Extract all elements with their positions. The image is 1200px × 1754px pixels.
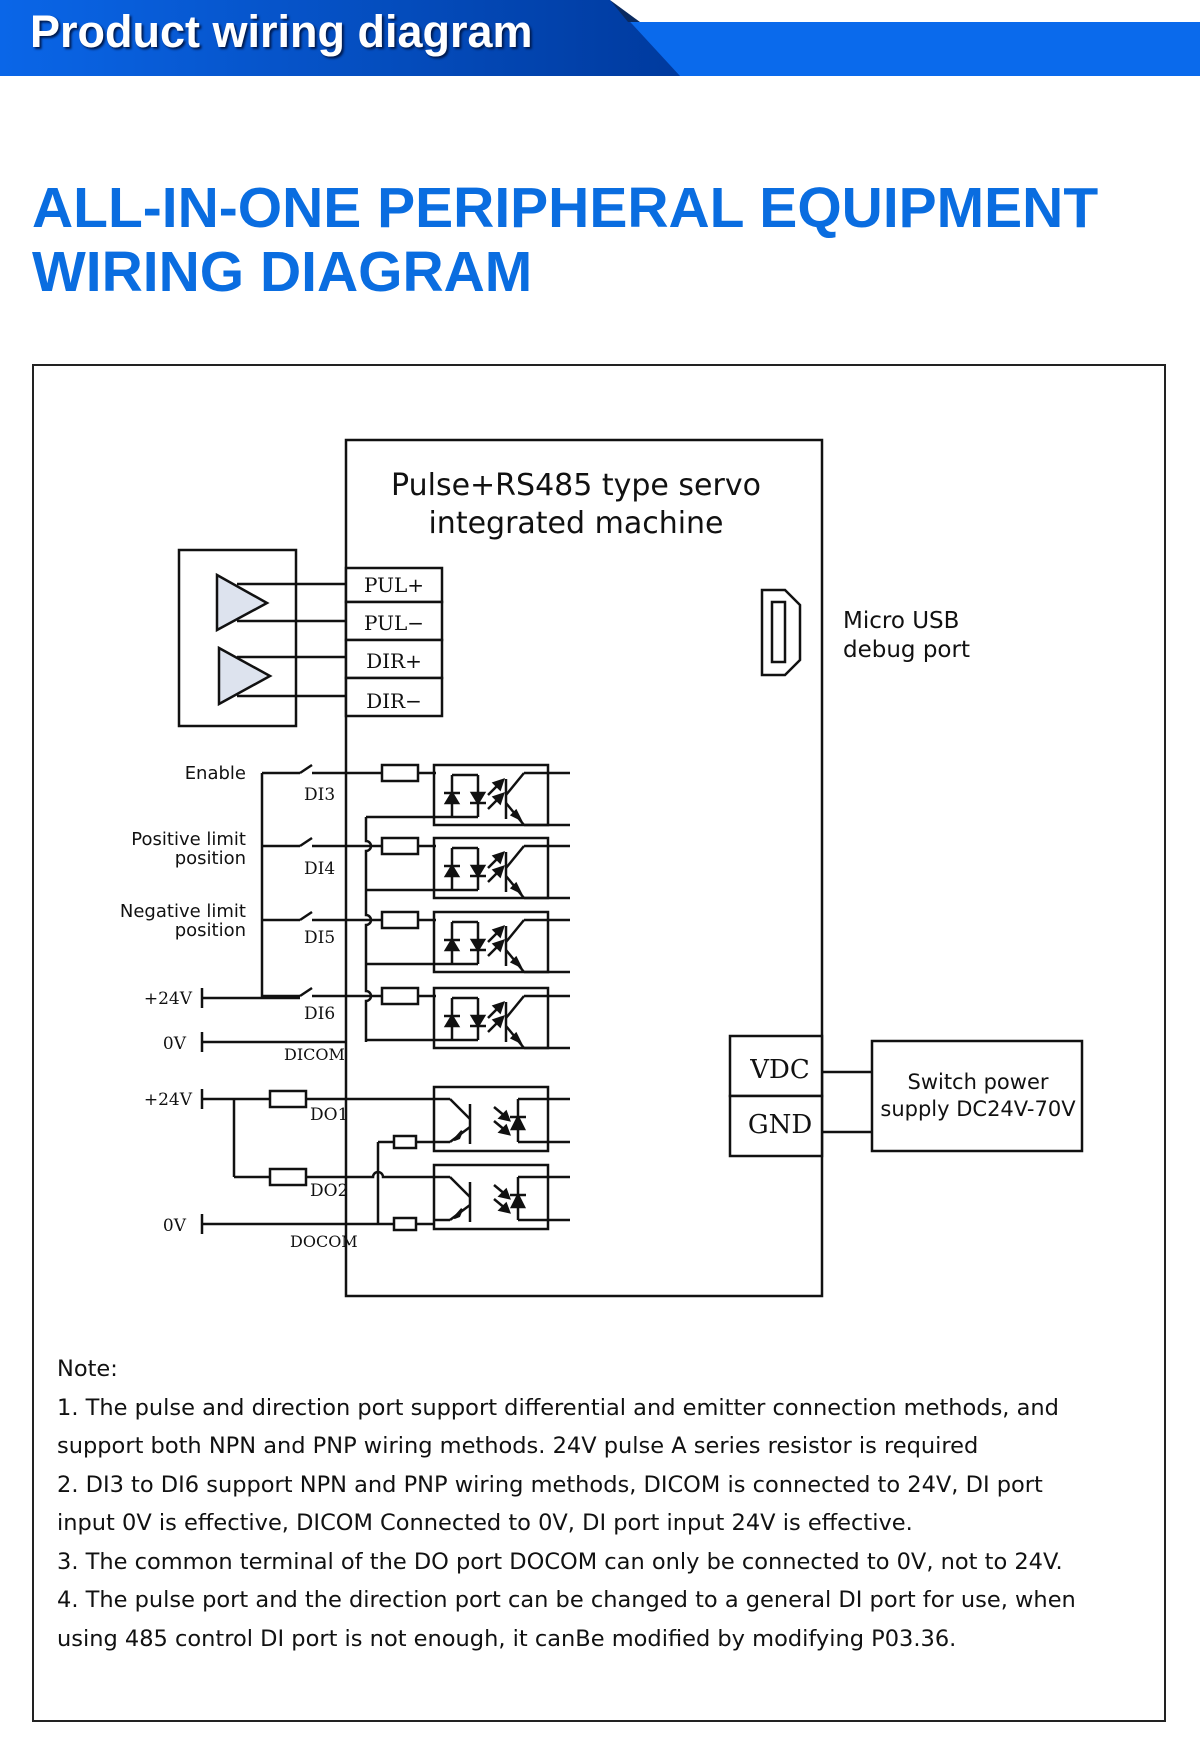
device-title-line-2: integrated machine xyxy=(428,506,723,541)
power-supply-label-line-2: supply DC24V-70V xyxy=(880,1097,1076,1121)
diode-icon xyxy=(469,864,487,879)
page-title-line-2: WIRING DIAGRAM xyxy=(32,240,533,304)
input-signal-label: Negative limit xyxy=(120,901,246,922)
terminal-vdc xyxy=(728,1034,824,1098)
do2-resistor xyxy=(268,1167,308,1187)
output-0v-label: 0V xyxy=(163,1216,187,1236)
notes-heading: Note: xyxy=(57,1356,118,1382)
banner-background xyxy=(0,0,1200,76)
dir-driver-icon xyxy=(217,645,273,707)
dicom-return-wire xyxy=(364,817,373,1042)
diode-icon xyxy=(443,1013,461,1028)
switch-contact-icon xyxy=(299,763,313,775)
usb-label-line-1: Micro USB xyxy=(843,608,959,634)
optocoupler-icon xyxy=(432,763,550,827)
terminal-di5: DI5 xyxy=(304,928,335,948)
note-line: using 485 control DI port is not enough,… xyxy=(57,1625,957,1652)
device-title-line-1: Pulse+RS485 type servo xyxy=(391,468,761,503)
terminal-dicom: DICOM xyxy=(284,1045,345,1064)
di-input-row xyxy=(262,910,570,974)
input-resistor xyxy=(380,986,420,1006)
power-supply-label-line-1: Switch power xyxy=(907,1070,1048,1094)
diode-icon xyxy=(469,791,487,806)
terminal-vdc-label: VDC xyxy=(749,1055,810,1085)
diagram-frame xyxy=(32,364,1166,1722)
switch-contact-icon xyxy=(299,836,313,848)
switch-contact-icon xyxy=(299,986,313,998)
note-line: 4. The pulse port and the direction port… xyxy=(57,1587,1076,1613)
diode-icon xyxy=(443,790,461,805)
page-title-line-1: ALL-IN-ONE PERIPHERAL EQUIPMENT xyxy=(32,176,1099,240)
usb-label-line-2: debug port xyxy=(843,637,970,663)
transistor-icon xyxy=(449,1098,471,1120)
optocoupler-icon xyxy=(432,1163,550,1231)
terminal-di4: DI4 xyxy=(304,859,335,879)
terminal-pul-minus xyxy=(344,600,444,642)
terminal-label: PUL− xyxy=(364,611,424,635)
terminal-di3: DI3 xyxy=(304,785,335,805)
diode-icon xyxy=(443,863,461,878)
terminal-dir-minus xyxy=(344,676,444,718)
terminal-gnd-label: GND xyxy=(748,1110,812,1140)
note-line: 1. The pulse and direction port support … xyxy=(57,1394,1059,1421)
note-line: support both NPN and PNP wiring methods.… xyxy=(57,1433,979,1459)
banner-title: Product wiring diagram xyxy=(30,6,533,57)
input-signal-label: Positive limit xyxy=(131,829,246,850)
terminal-do1: DO1 xyxy=(310,1105,348,1125)
do2-emitter-resistor xyxy=(392,1216,418,1232)
di-input-row xyxy=(262,763,570,827)
input-resistor xyxy=(380,763,420,783)
switch-contact-icon xyxy=(299,910,313,922)
input-resistor xyxy=(380,910,420,930)
input-0v-label: 0V xyxy=(163,1034,187,1054)
note-line: input 0V is effective, DICOM Connected t… xyxy=(57,1510,913,1536)
transistor-icon xyxy=(449,1176,471,1198)
diode-icon xyxy=(469,1014,487,1029)
terminal-do2: DO2 xyxy=(310,1181,348,1201)
notes-section: Note: 1. The pulse and direction port su… xyxy=(57,1350,1137,1658)
di-input-row xyxy=(262,986,570,1050)
pulse-driver-icon xyxy=(215,572,270,633)
input-resistor xyxy=(380,836,420,856)
power-supply-box xyxy=(870,1039,1084,1153)
optocoupler-icon xyxy=(432,986,550,1050)
terminal-dir-plus xyxy=(344,638,444,680)
terminal-pul-plus xyxy=(344,566,444,604)
di-input-row xyxy=(262,836,570,900)
wire-do2 xyxy=(306,1170,434,1179)
input-signal-label: position xyxy=(175,848,246,869)
input-signal-label: Enable xyxy=(185,763,246,784)
terminal-label: PUL+ xyxy=(364,573,424,597)
output-24v-label: +24V xyxy=(144,1090,193,1110)
diode-icon xyxy=(469,938,487,953)
input-24v-label: +24V xyxy=(144,989,193,1009)
pulse-source-box xyxy=(177,548,298,728)
header-banner: Product wiring diagram xyxy=(0,0,1200,76)
optocoupler-icon xyxy=(432,1085,550,1153)
do-output-row xyxy=(432,1163,570,1231)
note-line: 3. The common terminal of the DO port DO… xyxy=(57,1548,1063,1575)
page-title: ALL-IN-ONE PERIPHERAL EQUIPMENT WIRING D… xyxy=(32,176,1098,304)
terminal-docom: DOCOM xyxy=(290,1232,358,1251)
micro-usb-icon xyxy=(760,588,802,677)
servo-device-body xyxy=(344,438,824,1298)
terminal-label: DIR− xyxy=(366,689,422,713)
optocoupler-icon xyxy=(432,910,550,974)
note-line: 2. DI3 to DI6 support NPN and PNP wiring… xyxy=(57,1471,1043,1498)
terminal-gnd xyxy=(728,1094,824,1158)
terminal-di6: DI6 xyxy=(304,1004,335,1024)
terminal-label: DIR+ xyxy=(366,649,422,673)
diode-icon xyxy=(443,937,461,952)
do1-resistor xyxy=(268,1089,308,1109)
do1-emitter-resistor xyxy=(392,1134,418,1150)
do-output-row xyxy=(432,1085,570,1153)
input-signal-label: position xyxy=(175,920,246,941)
optocoupler-icon xyxy=(432,836,550,900)
